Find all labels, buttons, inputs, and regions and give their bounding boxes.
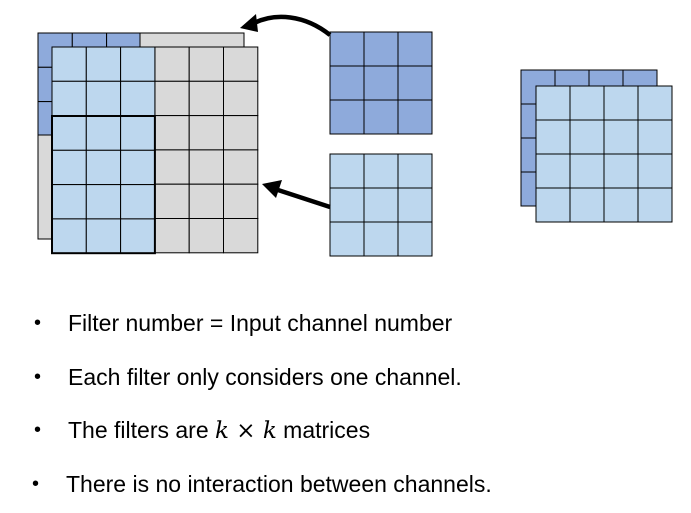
grid-cell [188, 115, 224, 151]
input-window-border [51, 115, 156, 255]
output-stack [520, 69, 673, 223]
grid-cell [569, 85, 605, 121]
grid-cell [223, 218, 259, 254]
bullet-dot-icon: • [34, 419, 42, 441]
input-stack [37, 32, 259, 255]
math-k: k [262, 418, 277, 444]
arrow-top-head-icon [240, 14, 258, 32]
grid-cell [637, 85, 673, 121]
grid-cell [535, 85, 571, 121]
bullet-prefix: The filters are [68, 417, 215, 443]
grid-cell [154, 46, 190, 82]
arrow-bottom-head-icon [262, 180, 282, 198]
grid-cell [329, 99, 365, 135]
grid-cell [51, 80, 87, 117]
grid-cell [329, 153, 365, 189]
bullet-text: Each filter only considers one channel. [68, 364, 462, 390]
grid-cell [120, 46, 156, 82]
grid-cell [363, 65, 399, 101]
grid-cell [188, 80, 224, 117]
input-highlight-window [51, 115, 156, 254]
grid-cell [85, 46, 122, 82]
grid-cell [637, 119, 673, 155]
grid-cell [223, 183, 259, 219]
arrow-bottom-line [277, 187, 331, 210]
bullet-text-math: The filters are k × k matrices [68, 417, 370, 444]
grid-cell [154, 115, 190, 151]
bullet-dot-icon: • [32, 473, 40, 495]
bullet-text: Filter number = Input channel number [68, 310, 453, 336]
grid-cell [397, 221, 433, 257]
grid-cell [397, 99, 433, 135]
grid-cell [223, 46, 259, 82]
grid-cell [535, 187, 571, 223]
convolution-diagram [37, 14, 673, 257]
grid-cell [397, 187, 433, 223]
bullet-suffix: matrices [276, 417, 371, 443]
grid-cell [51, 218, 87, 254]
filter-dark-grid [329, 31, 433, 135]
grid-cell [637, 153, 673, 189]
grid-cell [120, 80, 156, 117]
math-k: k [215, 418, 229, 444]
input-highlight-top [51, 46, 156, 117]
grid-cell [363, 31, 399, 67]
filter-dark-blue [329, 31, 433, 135]
grid-cell [51, 115, 87, 151]
filter-light-blue [329, 153, 433, 257]
bullet-dot-icon: • [34, 366, 42, 388]
bullet-text: There is no interaction between channels… [66, 471, 492, 497]
grid-cell [223, 80, 259, 117]
arrow-top-curve [250, 14, 332, 37]
grid-cell [120, 149, 156, 186]
grid-cell [363, 99, 399, 135]
grid-cell [329, 31, 365, 67]
filter-light-grid [329, 153, 433, 257]
grid-cell [223, 115, 259, 151]
grid-cell [603, 85, 639, 121]
bullet-dot-icon: • [34, 312, 42, 334]
grid-cell [397, 153, 433, 189]
grid-cell [188, 46, 224, 82]
grid-cell [637, 187, 673, 223]
grid-cell [363, 221, 399, 257]
grid-cell [603, 187, 639, 223]
grid-cell [329, 221, 365, 257]
math-times: × [236, 418, 256, 444]
output-front-layer [535, 85, 673, 223]
grid-cell [223, 149, 259, 185]
